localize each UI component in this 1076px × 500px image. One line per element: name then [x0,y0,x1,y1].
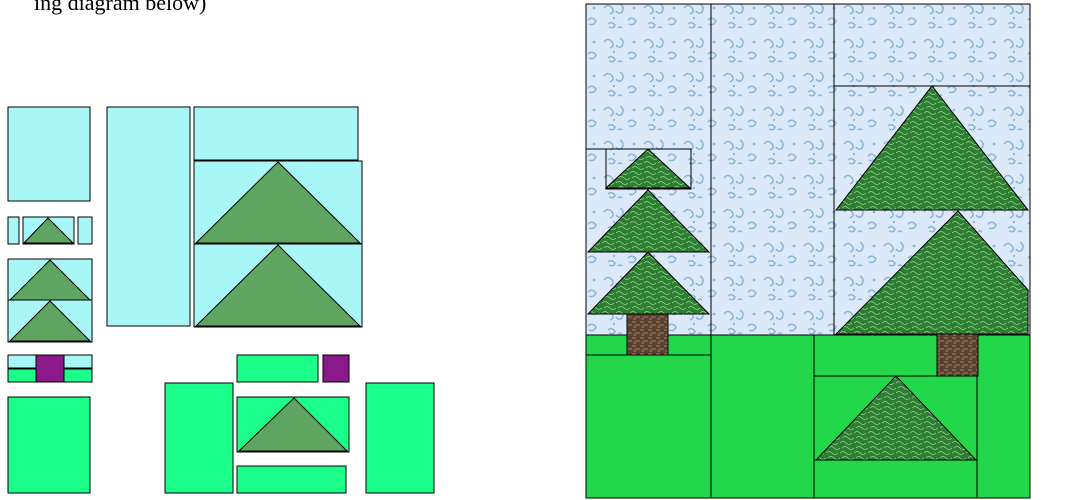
exploded-diagram [8,107,434,493]
trunk-left [627,314,668,355]
grass-strip-bottom [237,466,346,493]
trunk-patch-left [36,355,64,382]
grass-patch-left [8,397,90,493]
grass-patch-bottom-left [165,383,233,493]
sky-column [107,107,190,326]
sky-sliver-right [78,217,92,244]
sky-patch-top-left [8,107,90,201]
sky-sliver-left [8,217,19,244]
trunk-patch-right [323,355,349,382]
sky-top-right [194,107,358,160]
grass-patch-bottom-right [366,383,434,493]
trunk-right [937,334,978,376]
finished-block [586,4,1030,498]
grass-strip-top [237,355,318,382]
